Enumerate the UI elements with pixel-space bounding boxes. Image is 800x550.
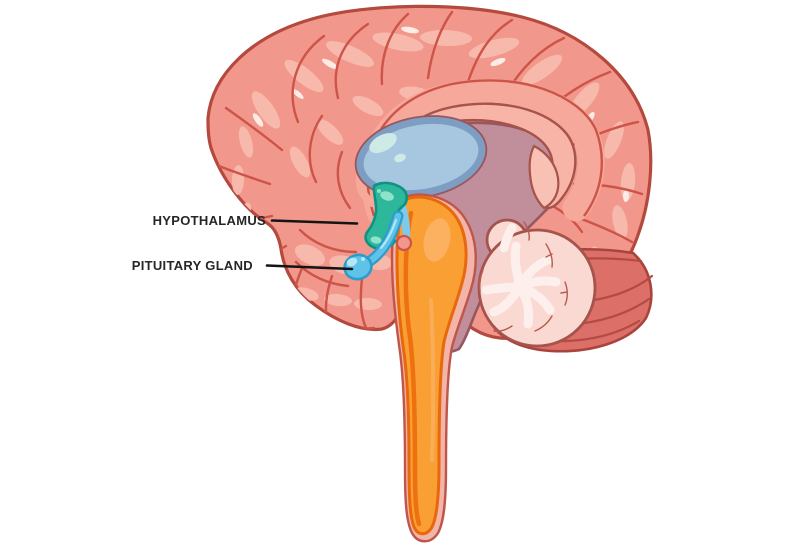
splenium-flap	[528, 144, 560, 210]
annotation-lines	[265, 219, 359, 271]
brainstem	[390, 193, 477, 543]
thalamus	[354, 115, 488, 199]
hypothalamus-shape	[364, 181, 409, 251]
leader-line-hypothalamus	[270, 219, 359, 225]
cerebellum	[477, 218, 597, 348]
pituitary-gland-shape	[343, 210, 404, 281]
label-pituitary-gland: PITUITARY GLAND	[131, 258, 253, 273]
leader-line-pituitary	[265, 264, 354, 271]
mammillary-body	[395, 234, 413, 252]
label-hypothalamus: HYPOTHALAMUS	[152, 213, 266, 228]
